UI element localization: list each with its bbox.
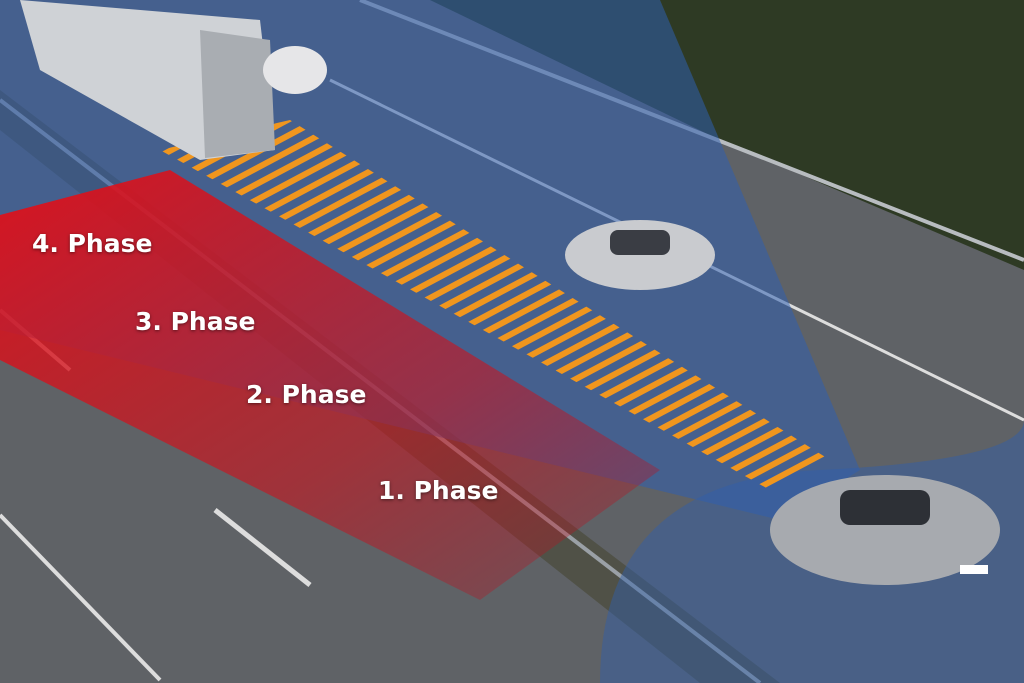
- car-ahead-far: [263, 46, 327, 94]
- car-ahead: [565, 220, 715, 290]
- warning-zone-red: [0, 170, 660, 600]
- acc-distance-stripes: [160, 120, 830, 490]
- lane-marking: [213, 508, 312, 587]
- lane-marking: [0, 513, 162, 682]
- phase-2-label: 2. Phase: [246, 380, 367, 409]
- truck: [20, 0, 275, 160]
- phase-1-label: 1. Phase: [378, 476, 499, 505]
- ego-car: [770, 475, 1000, 585]
- phase-4-label: 4. Phase: [32, 229, 153, 258]
- phase-3-label: 3. Phase: [135, 307, 256, 336]
